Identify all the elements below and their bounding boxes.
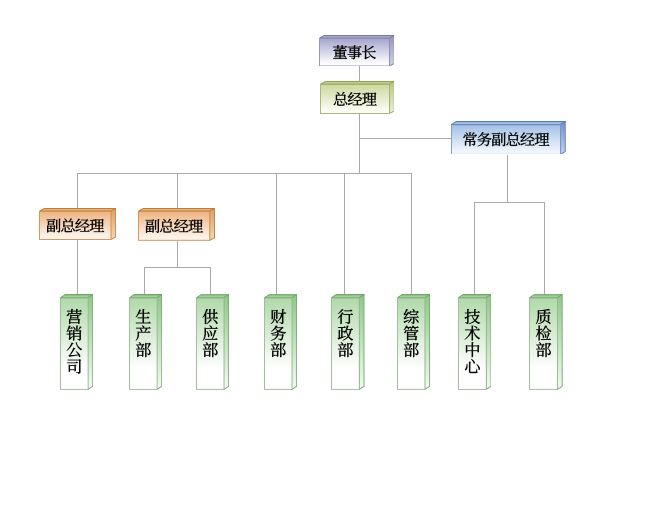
connector-rail-to-administration [344, 173, 346, 298]
label-glyphs [270, 309, 287, 358]
label-glyphs [145, 218, 204, 233]
label-glyphs [332, 44, 376, 60]
cube-3d-faces [331, 293, 365, 390]
connector-rail-to-finance [276, 173, 278, 298]
label-glyphs [135, 309, 152, 358]
connector-rail-to-dgm1 [77, 173, 79, 211]
org-node-label [458, 297, 487, 389]
connector-gm-drop [359, 113, 361, 174]
label-glyphs [535, 309, 552, 358]
connector-dgm2-to-supply [210, 266, 212, 298]
org-node-label [129, 297, 158, 389]
org-node-technology-center[interactable] [457, 293, 492, 390]
connector-chairman-to-gm [359, 66, 361, 84]
label-glyphs [464, 309, 481, 374]
org-node-marketing-company[interactable] [60, 293, 94, 390]
connector-evgm-to-technology [474, 201, 475, 298]
org-node-deputy-gm-1[interactable] [39, 207, 117, 240]
connector-main-rail [77, 173, 412, 175]
connector-evgm-rail [474, 201, 544, 203]
cube-3d-faces [397, 293, 431, 390]
connector-dgm2-to-production [143, 266, 145, 298]
label-glyphs [463, 131, 550, 147]
connector-dgm2-rail [143, 266, 211, 268]
org-node-production-dept[interactable] [129, 293, 163, 390]
org-node-executive-deputy-gm[interactable] [451, 120, 566, 155]
org-node-label [264, 297, 293, 389]
org-node-deputy-gm-2[interactable] [138, 207, 216, 241]
label-glyphs [202, 309, 219, 358]
org-node-general-affairs-dept[interactable] [397, 293, 431, 390]
cube-3d-faces [319, 80, 395, 114]
connector-evgm-drop [507, 154, 508, 202]
cube-3d-faces [263, 293, 298, 390]
org-node-chairman[interactable] [318, 34, 395, 67]
org-node-label [320, 84, 390, 114]
cube-3d-faces [60, 293, 94, 390]
org-node-general-manager[interactable] [319, 80, 395, 114]
connector-evgm-to-quality [543, 201, 545, 298]
org-node-label [39, 211, 112, 240]
org-node-label [319, 38, 390, 67]
org-node-label [331, 297, 360, 389]
connector-rail-to-dgm2 [176, 173, 178, 211]
org-node-label [451, 124, 561, 155]
label-glyphs [333, 91, 377, 106]
connector-dgm2-drop [176, 240, 178, 267]
org-node-quality-inspection-dept[interactable] [529, 293, 563, 390]
org-node-finance-dept[interactable] [263, 293, 298, 390]
label-glyphs [46, 218, 105, 233]
org-node-label [529, 297, 558, 389]
connector-gm-to-evgm [359, 138, 451, 139]
connector-dgm1-to-marketing [77, 239, 79, 298]
org-node-supply-dept[interactable] [196, 293, 230, 390]
label-glyphs [66, 309, 83, 375]
org-node-label [60, 297, 89, 389]
label-glyphs [337, 309, 354, 358]
org-node-administration-dept[interactable] [331, 293, 365, 390]
org-node-label [397, 297, 425, 389]
org-node-label [138, 211, 210, 241]
label-glyphs [403, 309, 420, 358]
connector-rail-to-general-affairs [411, 173, 413, 298]
org-node-label [196, 297, 225, 389]
